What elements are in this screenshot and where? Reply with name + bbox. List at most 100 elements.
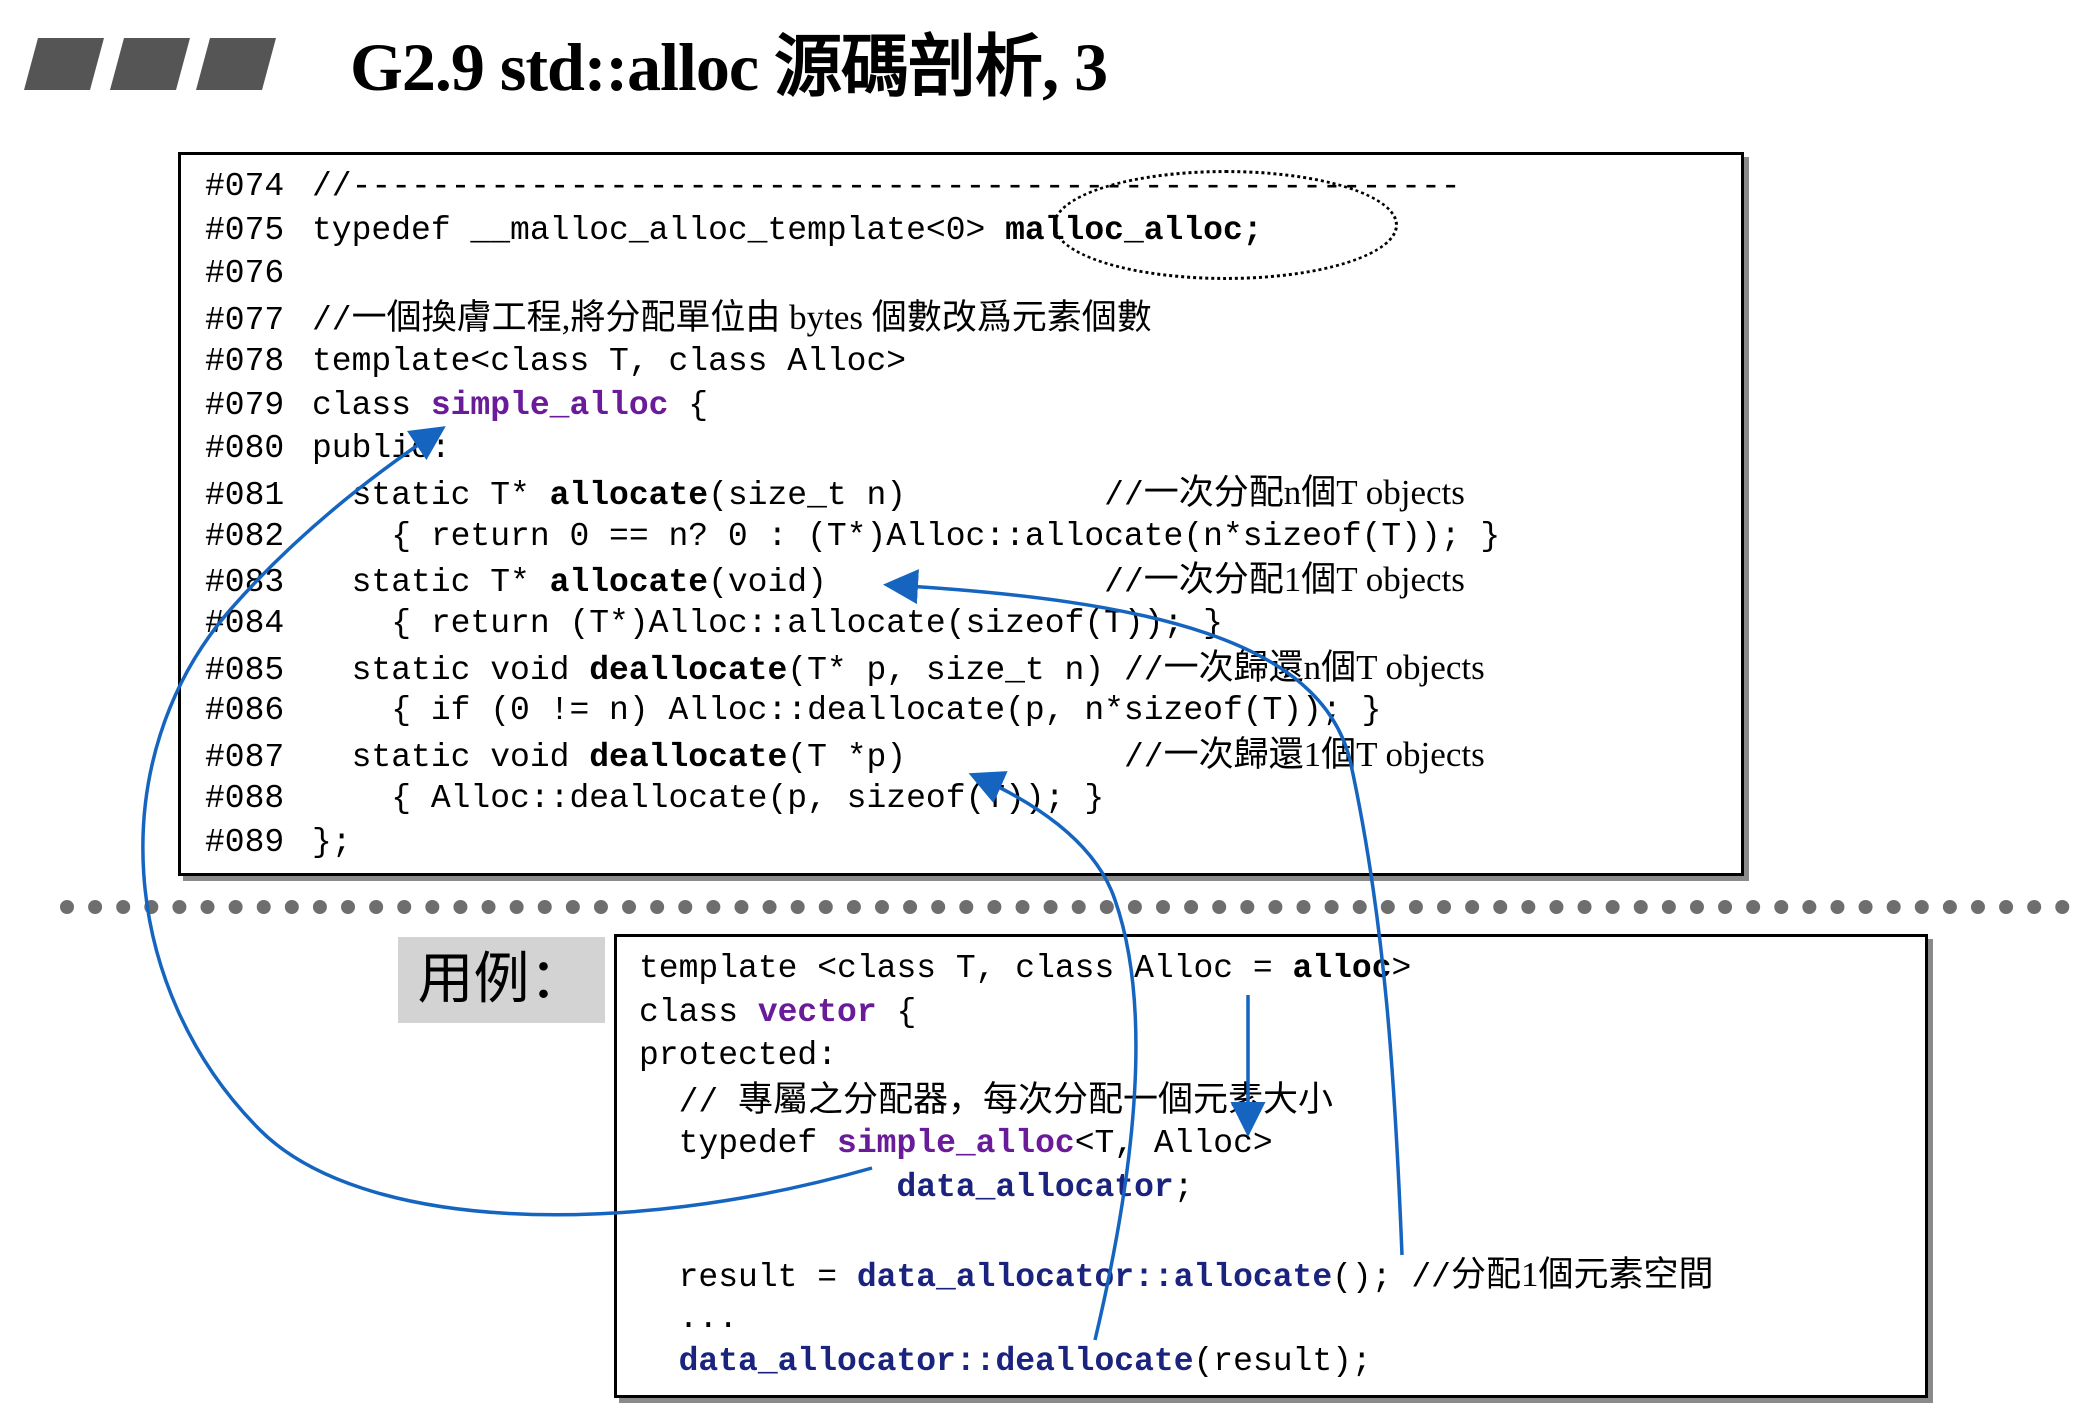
code-line: template <class T, class Alloc = alloc> [639, 947, 1411, 991]
code-token: static void [312, 651, 590, 689]
code-token: data_allocator::allocate [856, 1258, 1333, 1296]
code-token: 一個換膚工程,將分配單位由 bytes 個數改爲元素個數 [351, 298, 1152, 338]
code-token: { [876, 993, 917, 1031]
code-token: class [312, 386, 431, 424]
code-token: 一次歸還1個T objects [1163, 735, 1485, 775]
code-token: 專屬之分配器，每次分配一個元素大小 [738, 1080, 1334, 1120]
code-token: (void) [708, 564, 1105, 602]
code-line: #076 [205, 252, 312, 296]
code-line: #089}; [205, 821, 352, 865]
code-token: // [1123, 651, 1164, 689]
code-token: (size_t n) [708, 476, 1105, 514]
code-token: template<class T, class Alloc> [312, 342, 907, 380]
line-number: #074 [205, 168, 285, 205]
code-token: alloc [1292, 950, 1392, 987]
simple-alloc-code-box: #074//----------------------------------… [178, 152, 1744, 876]
line-number: #082 [205, 517, 285, 555]
code-line: #083 static T* allocate(void) //一次分配1個T … [205, 558, 1465, 602]
code-token: ; [1173, 1168, 1194, 1206]
code-line: #082 { return 0 == n? 0 : (T*)Alloc::all… [205, 515, 1500, 559]
code-token [639, 1169, 896, 1206]
code-token: { [668, 386, 709, 424]
code-token: deallocate [589, 651, 788, 689]
line-number: #076 [205, 255, 285, 293]
code-token: (); // [1332, 1258, 1451, 1296]
code-line: ... [639, 1297, 738, 1341]
code-token: static T* [312, 564, 550, 602]
code-line: protected: [639, 1034, 837, 1078]
code-line: // 專屬之分配器，每次分配一個元素大小 [639, 1078, 1333, 1122]
line-number: #084 [205, 605, 285, 642]
code-token: vector [757, 993, 877, 1031]
code-token: // [1123, 739, 1164, 777]
code-line: #081 static T* allocate(size_t n) //一次分配… [205, 471, 1465, 515]
code-token: { return 0 == n? 0 : (T*)Alloc::allocate… [312, 517, 1501, 555]
code-token: { Alloc::deallocate(p, sizeof(T)); } [312, 779, 1105, 817]
code-token: typedef [639, 1124, 838, 1162]
code-token: > [1391, 950, 1412, 987]
code-token: static T* [312, 476, 550, 514]
code-line: #085 static void deallocate(T* p, size_t… [205, 646, 1485, 690]
code-token: // [312, 302, 352, 340]
line-number: #083 [205, 564, 285, 602]
code-token: // [639, 1084, 739, 1122]
code-line: #086 { if (0 != n) Alloc::deallocate(p, … [205, 689, 1381, 733]
code-token: <T, Alloc> [1074, 1124, 1273, 1162]
line-number: #077 [205, 302, 285, 340]
code-token: template <class T, class Alloc = [639, 950, 1293, 987]
line-number: #085 [205, 651, 285, 689]
line-number: #087 [205, 739, 285, 777]
code-line: #088 { Alloc::deallocate(p, sizeof(T)); … [205, 777, 1104, 821]
line-number: #081 [205, 476, 285, 514]
code-token: typedef __malloc_alloc_template<0> [312, 211, 1006, 249]
line-number: #080 [205, 430, 285, 468]
code-token: // [1104, 564, 1144, 602]
code-token: result = [639, 1258, 857, 1296]
title-bars-decoration [24, 38, 276, 90]
code-line: class vector { [639, 991, 916, 1035]
code-token: data_allocator::deallocate [678, 1343, 1194, 1381]
code-token: static void [312, 739, 590, 777]
code-token: data_allocator [896, 1168, 1174, 1206]
code-line: #078 template<class T, class Alloc> [205, 340, 906, 384]
code-token: }; [312, 823, 352, 861]
line-number: #075 [205, 211, 285, 249]
code-token: allocate [549, 564, 709, 602]
code-token: // [1104, 476, 1144, 514]
code-token: (T* p, size_t n) [787, 651, 1124, 689]
code-token: public: [312, 430, 451, 468]
vector-usage-code-box: template <class T, class Alloc = alloc>c… [614, 934, 1928, 1398]
code-line: #087 static void deallocate(T *p) //一次歸還… [205, 733, 1485, 777]
code-token: 一次分配n個T objects [1143, 472, 1465, 512]
line-number: #086 [205, 692, 285, 730]
malloc-alloc-highlight-ellipse [1053, 170, 1398, 280]
code-token: simple_alloc [837, 1124, 1075, 1162]
code-token: { if (0 != n) Alloc::deallocate(p, n*siz… [312, 692, 1382, 730]
code-line: result = data_allocator::allocate(); //分… [639, 1253, 1714, 1297]
code-token: simple_alloc [430, 386, 669, 424]
code-token: allocate [549, 476, 709, 514]
code-token: protected: [639, 1037, 838, 1075]
usage-label: 用例： [398, 937, 605, 1023]
code-token: 分配1個元素空間 [1450, 1254, 1714, 1294]
code-line: #080 public: [205, 427, 451, 471]
code-token: (result); [1193, 1343, 1372, 1381]
code-line: typedef simple_alloc<T, Alloc> [639, 1122, 1273, 1166]
code-token: (T *p) [787, 739, 1124, 777]
code-token [639, 1343, 679, 1380]
code-token: 一次分配1個T objects [1143, 560, 1465, 600]
line-number: #088 [205, 779, 285, 817]
code-line: #079 class simple_alloc { [205, 384, 708, 428]
code-line: data_allocator::deallocate(result); [639, 1340, 1372, 1384]
code-token: 一次歸還n個T objects [1163, 647, 1485, 687]
code-line: #084 { return (T*)Alloc::allocate(sizeof… [205, 602, 1223, 646]
line-number: #078 [205, 342, 285, 380]
line-number: #079 [205, 386, 285, 424]
code-token: class [639, 993, 758, 1031]
dotted-separator [60, 900, 2070, 914]
code-token: deallocate [589, 739, 788, 777]
code-token: ... [639, 1299, 739, 1337]
page-title: G2.9 std::alloc 源碼剖析, 3 [350, 29, 1108, 105]
code-token: { return (T*)Alloc::allocate(sizeof(T));… [312, 605, 1223, 642]
code-line: #077 //一個換膚工程,將分配單位由 bytes 個數改爲元素個數 [205, 296, 1152, 340]
